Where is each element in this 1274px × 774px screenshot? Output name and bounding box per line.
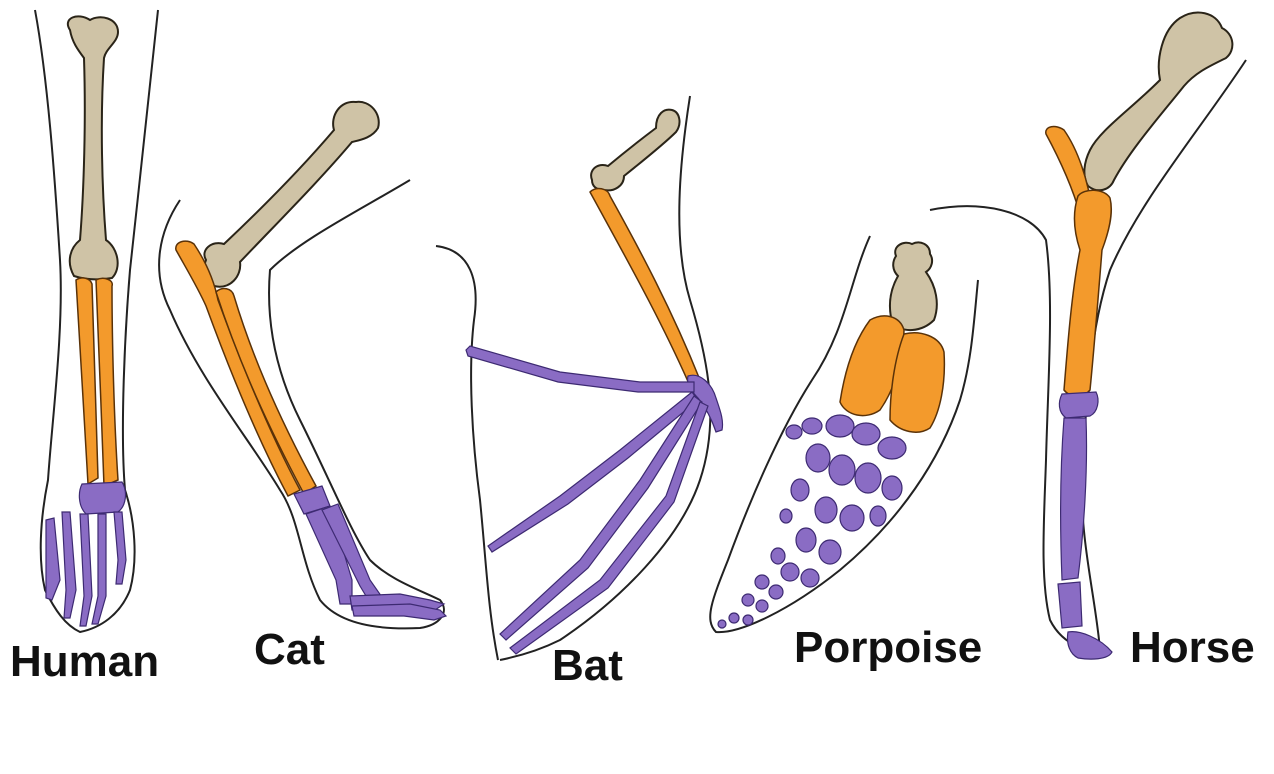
horse-limb	[930, 13, 1246, 660]
bat-wing-bones	[466, 346, 723, 654]
human-limb	[35, 10, 158, 632]
horse-hoof-bones	[1058, 392, 1112, 659]
human-radius	[76, 278, 98, 484]
cat-leg-outline	[159, 180, 444, 628]
bat-label: Bat	[552, 644, 623, 688]
human-hand-bones	[46, 482, 126, 626]
cat-label: Cat	[254, 628, 325, 672]
bat-humerus	[591, 110, 679, 191]
bat-limb	[436, 96, 723, 660]
porpoise-digit-bones	[718, 415, 906, 628]
cat-radius	[176, 241, 300, 496]
bat-body-outline	[436, 246, 498, 660]
cat-ulna	[216, 289, 316, 494]
human-humerus	[68, 16, 118, 279]
porpoise-humerus	[890, 242, 937, 330]
human-label: Human	[10, 640, 159, 684]
cat-humerus	[204, 102, 379, 287]
horse-humerus	[1084, 13, 1232, 191]
bat-radius	[590, 189, 700, 386]
porpoise-limb	[710, 236, 978, 632]
cat-limb	[159, 102, 446, 629]
cat-paw-bones	[294, 486, 446, 620]
human-ulna	[96, 278, 118, 486]
porpoise-label: Porpoise	[794, 626, 982, 670]
horse-label: Horse	[1130, 626, 1255, 670]
